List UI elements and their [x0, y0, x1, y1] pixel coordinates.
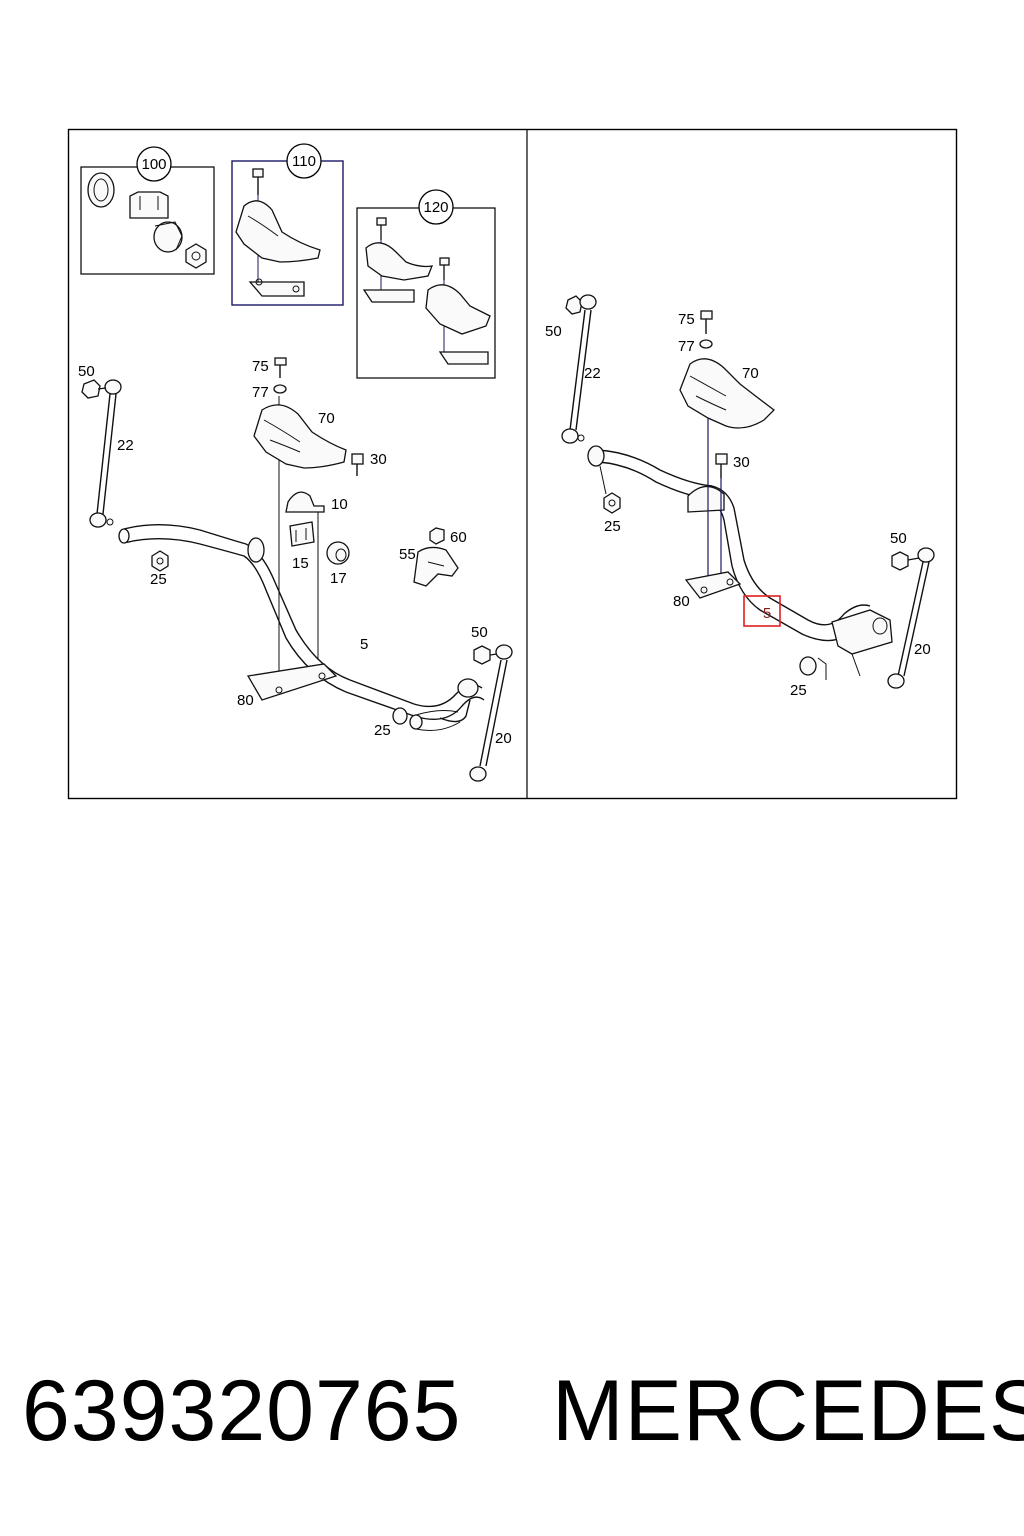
left-panel: 100 110 [78, 143, 513, 782]
callout-50-left: 50 [78, 363, 95, 380]
callout-50b-right: 50 [890, 530, 907, 547]
diagram-frame [67, 128, 958, 800]
link-20-left [469, 644, 513, 782]
link-22-right [561, 294, 597, 444]
stabilizer-bar-right [587, 445, 893, 677]
kit-120-box: 120 [356, 189, 496, 379]
callout-75-left: 75 [252, 358, 269, 375]
callout-60-left: 60 [450, 529, 467, 546]
callout-70-right: 70 [742, 365, 759, 382]
link-22-left [81, 379, 122, 528]
callout-25b-left: 25 [374, 722, 391, 739]
nut-25-upper-right [599, 465, 621, 514]
plate-80-right [684, 571, 742, 599]
callout-80-right: 80 [673, 593, 690, 610]
callout-20-right: 20 [914, 641, 931, 658]
callout-55-left: 55 [399, 546, 416, 563]
callout-50-right: 50 [545, 323, 562, 340]
callout-10-left: 10 [331, 496, 348, 513]
nut-25-bottom-left [392, 707, 408, 725]
callout-5-left: 5 [360, 636, 368, 653]
callout-100: 100 [141, 156, 166, 173]
callout-5-right: 5 [763, 605, 771, 622]
part-number: 639320765 [22, 1363, 462, 1459]
callout-120: 120 [423, 199, 448, 216]
clamp-10-left [285, 491, 325, 660]
callout-22-right: 22 [584, 365, 601, 382]
bolt-30-right [715, 453, 728, 576]
callout-77-left: 77 [252, 384, 269, 401]
callout-80-left: 80 [237, 692, 254, 709]
callout-30-left: 30 [370, 451, 387, 468]
callout-30-right: 30 [733, 454, 750, 471]
callout-22-left: 22 [117, 437, 134, 454]
link-20-right [887, 547, 935, 689]
callout-20-left: 20 [495, 730, 512, 747]
callout-25-right: 25 [604, 518, 621, 535]
highlight-part-5[interactable] [743, 595, 781, 627]
plate-80-left [246, 663, 338, 701]
stabilizer-bar-left [118, 524, 485, 731]
callout-15-left: 15 [292, 555, 309, 572]
callout-77-right: 77 [678, 338, 695, 355]
callout-17-left: 17 [330, 570, 347, 587]
callout-110: 110 [292, 153, 316, 170]
callout-25-left: 25 [150, 571, 167, 588]
shield-70-left [253, 357, 347, 690]
callout-75-right: 75 [678, 311, 695, 328]
callout-70-left: 70 [318, 410, 335, 427]
bushing-15-left [289, 521, 315, 547]
nut-60-left [429, 527, 445, 545]
shield-70-right [679, 310, 775, 580]
callout-25b-right: 25 [790, 682, 807, 699]
bolt-30-left [351, 453, 364, 476]
kit-100-box: 100 [80, 146, 215, 275]
right-panel: 5 50 22 75 77 70 30 25 80 50 20 25 [545, 294, 935, 699]
callout-50b-left: 50 [471, 624, 488, 641]
bracket-55-left [413, 546, 459, 587]
bushing-17-left [326, 541, 350, 565]
nut-25-lower-right [799, 656, 827, 680]
nut-25-left [151, 550, 169, 572]
kit-110-box: 110 [231, 143, 344, 306]
brand-name: MERCEDES [552, 1363, 1024, 1459]
